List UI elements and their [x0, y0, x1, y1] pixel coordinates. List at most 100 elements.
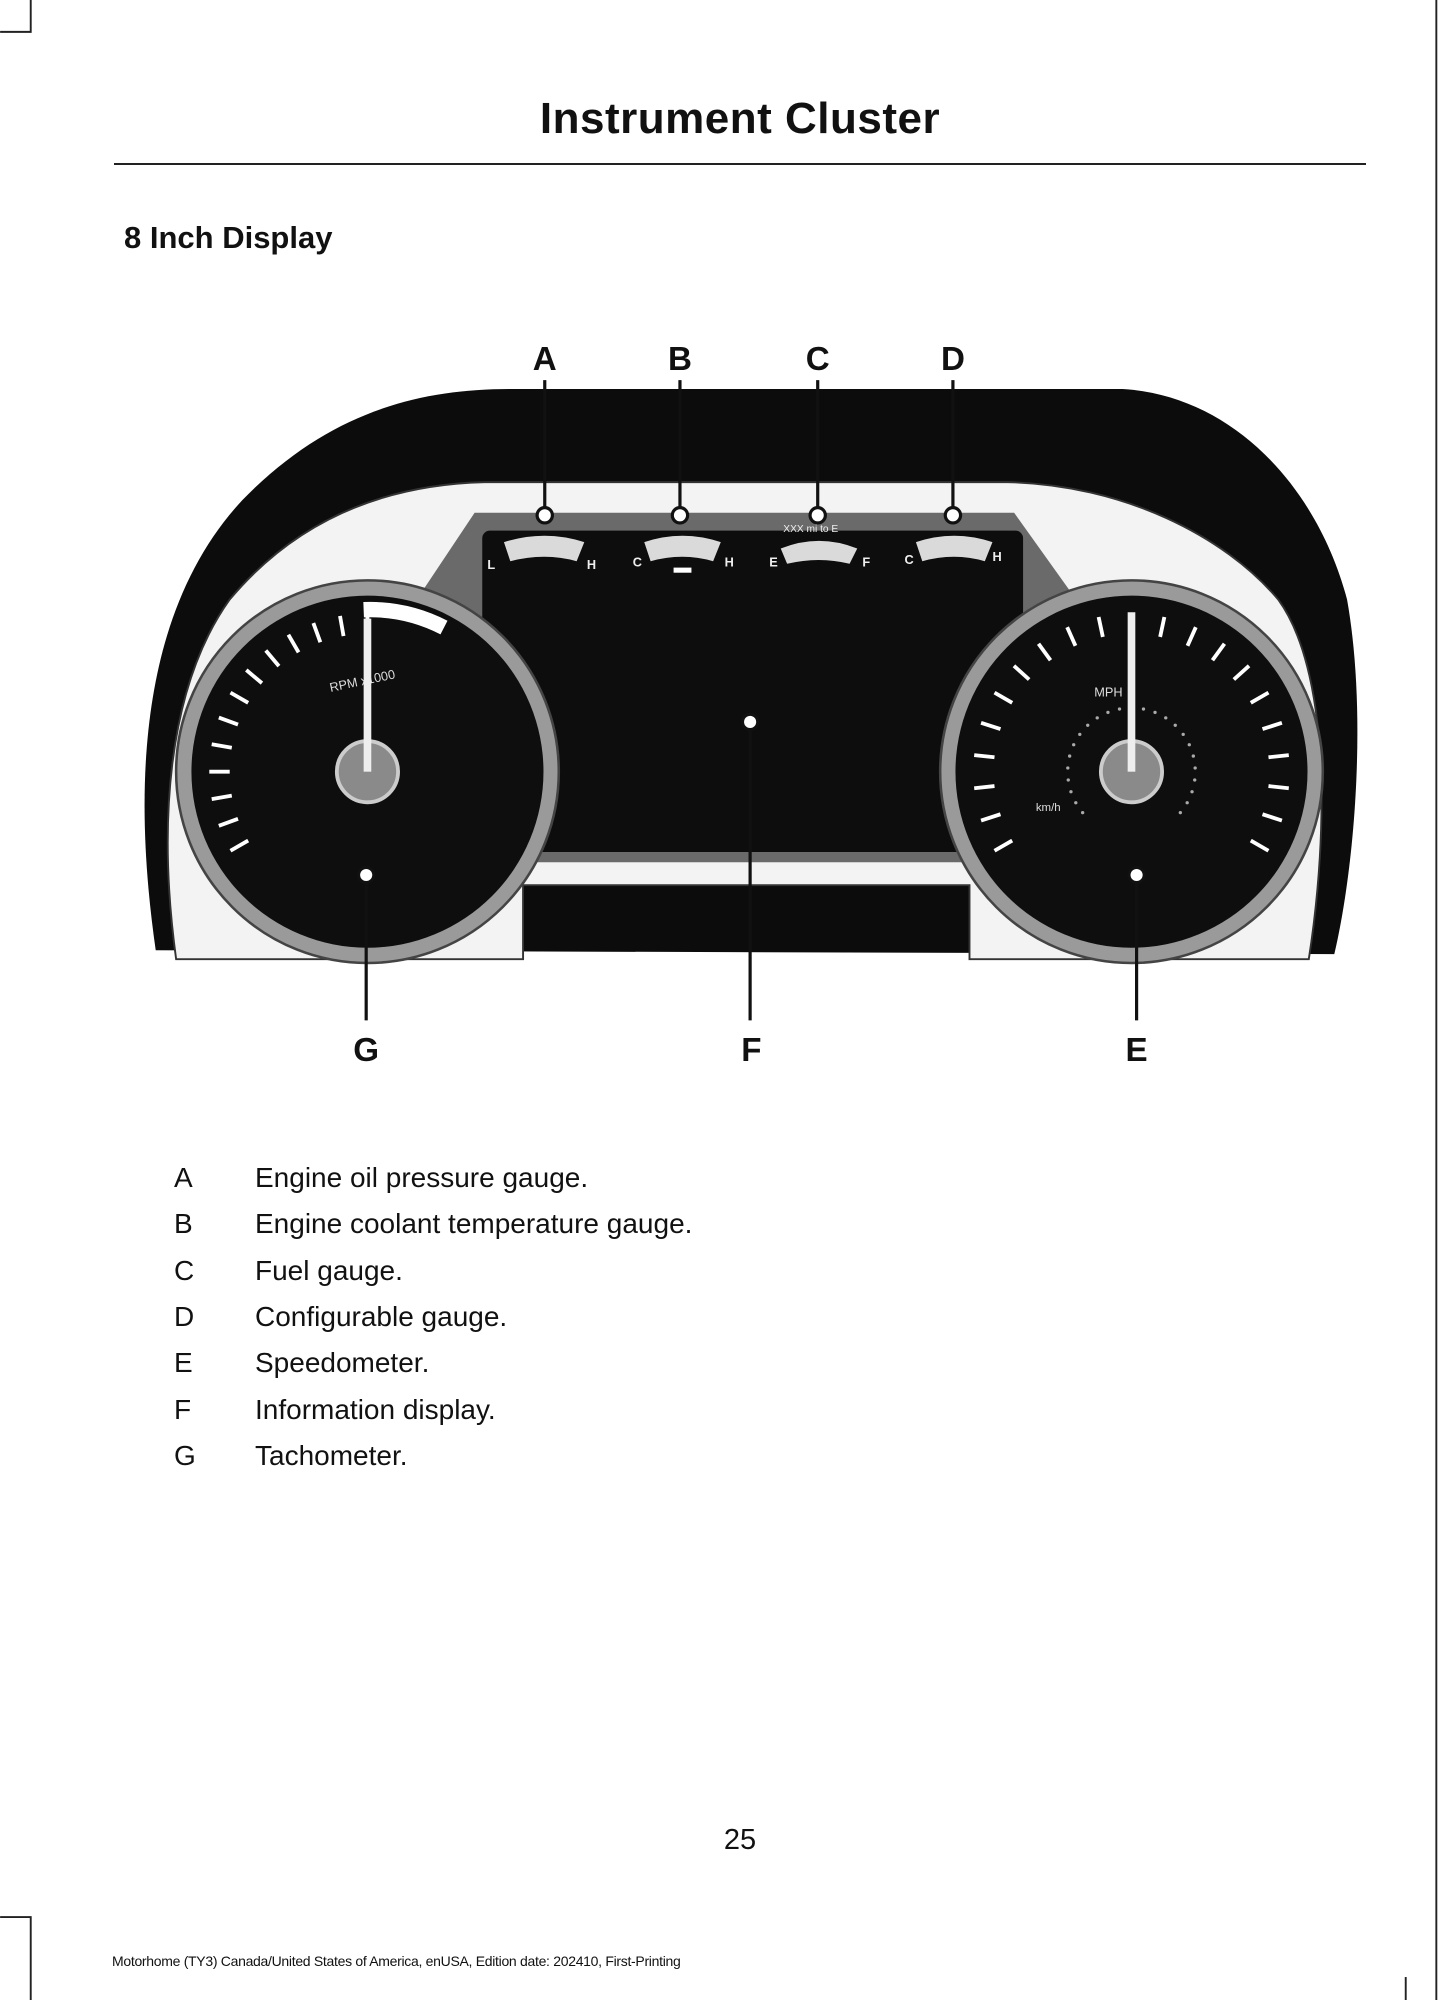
gauge-tick — [1065, 626, 1078, 647]
gauge-b-low: C — [633, 554, 642, 569]
gauge-tick — [218, 715, 239, 727]
gauge-d-low: C — [904, 552, 913, 567]
gauge-dot — [1181, 732, 1185, 737]
gauge-tick — [286, 633, 301, 654]
legend-text: Configurable gauge. — [255, 1301, 508, 1332]
gauge-tick — [1261, 720, 1283, 731]
gauge-tick — [338, 615, 346, 637]
footer-text: Motorhome (TY3) Canada/United States of … — [112, 1953, 681, 1969]
gauge-c-low: E — [769, 554, 778, 569]
speedometer-kmh-label: km/h — [1036, 802, 1061, 814]
gauge-a-high: H — [587, 557, 596, 572]
gauge-dot — [1095, 716, 1099, 720]
gauge-dot — [1067, 754, 1072, 758]
gauge-dot — [1078, 732, 1082, 737]
gauge-dot — [1106, 710, 1110, 715]
gauge-tick — [1158, 616, 1167, 638]
gauge-tick — [1261, 812, 1283, 823]
gauge-tick — [1096, 616, 1105, 638]
gauge-tick — [993, 838, 1014, 853]
gauge-dot — [1190, 790, 1194, 794]
information-display — [482, 530, 1024, 853]
gauge-tick — [211, 742, 233, 750]
gauge-a-low: L — [487, 557, 495, 572]
callout-f: F — [741, 1032, 761, 1069]
page-title: Instrument Cluster — [539, 94, 941, 143]
legend-text: Engine oil pressure gauge. — [255, 1162, 589, 1193]
gauge-tick — [980, 812, 1002, 823]
callout-b: B — [668, 341, 692, 378]
callout-marker — [535, 506, 555, 525]
fuel-gauge: XXX mi to E E F — [769, 524, 870, 569]
legend-text: Speedometer. — [255, 1347, 430, 1378]
legend-letter: B — [174, 1208, 193, 1239]
gauge-tick — [1249, 838, 1270, 853]
gauge-tick — [1210, 642, 1227, 662]
gauge-tick — [973, 784, 995, 791]
callout-marker — [808, 506, 827, 525]
speedometer: MPH km/h — [938, 579, 1325, 965]
speedometer-label: MPH — [1094, 684, 1122, 699]
gauge-dot — [1066, 766, 1070, 770]
gauge-tick — [1036, 642, 1053, 662]
page-number: 25 — [723, 1824, 757, 1856]
fuel-range: XXX mi to E — [783, 524, 838, 535]
gauge-dot — [1173, 723, 1177, 727]
gauge-dot — [1153, 710, 1157, 715]
gauge-dot — [1066, 778, 1070, 782]
gauge-dot — [1117, 707, 1122, 711]
gauge-tick — [993, 690, 1014, 705]
gauge-dot — [1193, 766, 1197, 770]
callout-marker — [1127, 865, 1146, 885]
legend-letter: E — [174, 1347, 193, 1378]
gauge-tick — [211, 793, 233, 802]
section-heading: 8 Inch Display — [124, 220, 333, 255]
gauge-tick — [245, 668, 264, 685]
gauge-c-high: F — [862, 554, 870, 569]
gauge-dot — [1086, 723, 1090, 727]
gauge-dot — [1178, 811, 1183, 815]
legend-text: Tachometer. — [255, 1440, 408, 1471]
legend-text: Information display. — [255, 1394, 496, 1425]
gauge-dot — [1187, 743, 1191, 747]
legend-letter: F — [174, 1394, 192, 1425]
callout-g: G — [353, 1032, 379, 1069]
callout-marker — [670, 506, 690, 525]
gauge-tick — [229, 838, 250, 853]
gauge-dot — [1069, 790, 1073, 794]
legend-letter: D — [174, 1301, 195, 1332]
gauge-tick — [1249, 690, 1270, 705]
legend-letter: A — [174, 1162, 193, 1193]
gauge-dot — [1080, 811, 1085, 815]
gauge-tick — [1268, 753, 1289, 760]
gauge-tick — [264, 649, 281, 668]
gauge-dot — [1193, 778, 1197, 782]
gauge-d-high: H — [992, 549, 1001, 564]
gauge-dot — [1074, 801, 1078, 805]
gauge-dot — [1185, 801, 1189, 805]
callout-d: D — [941, 341, 965, 378]
gauge-tick — [973, 753, 995, 760]
gauge-dot — [1141, 707, 1146, 711]
gauge-tick — [1268, 784, 1289, 791]
gauge-dot — [1191, 754, 1195, 758]
callout-marker — [356, 865, 376, 885]
gauge-tick — [229, 690, 250, 705]
gauge-dot — [1072, 743, 1076, 747]
callout-e: E — [1126, 1032, 1148, 1069]
gauge-b-high: H — [725, 554, 734, 569]
callout-marker — [943, 506, 963, 525]
legend-text: Fuel gauge. — [255, 1255, 403, 1286]
callout-a: A — [533, 341, 557, 378]
callout-marker — [740, 712, 760, 732]
legend-text: Engine coolant temperature gauge. — [255, 1208, 693, 1239]
gauge-dot — [1164, 716, 1168, 720]
gauge-tick — [1232, 664, 1251, 681]
gauge-tick — [1185, 626, 1198, 647]
gauge-tick — [311, 622, 323, 643]
